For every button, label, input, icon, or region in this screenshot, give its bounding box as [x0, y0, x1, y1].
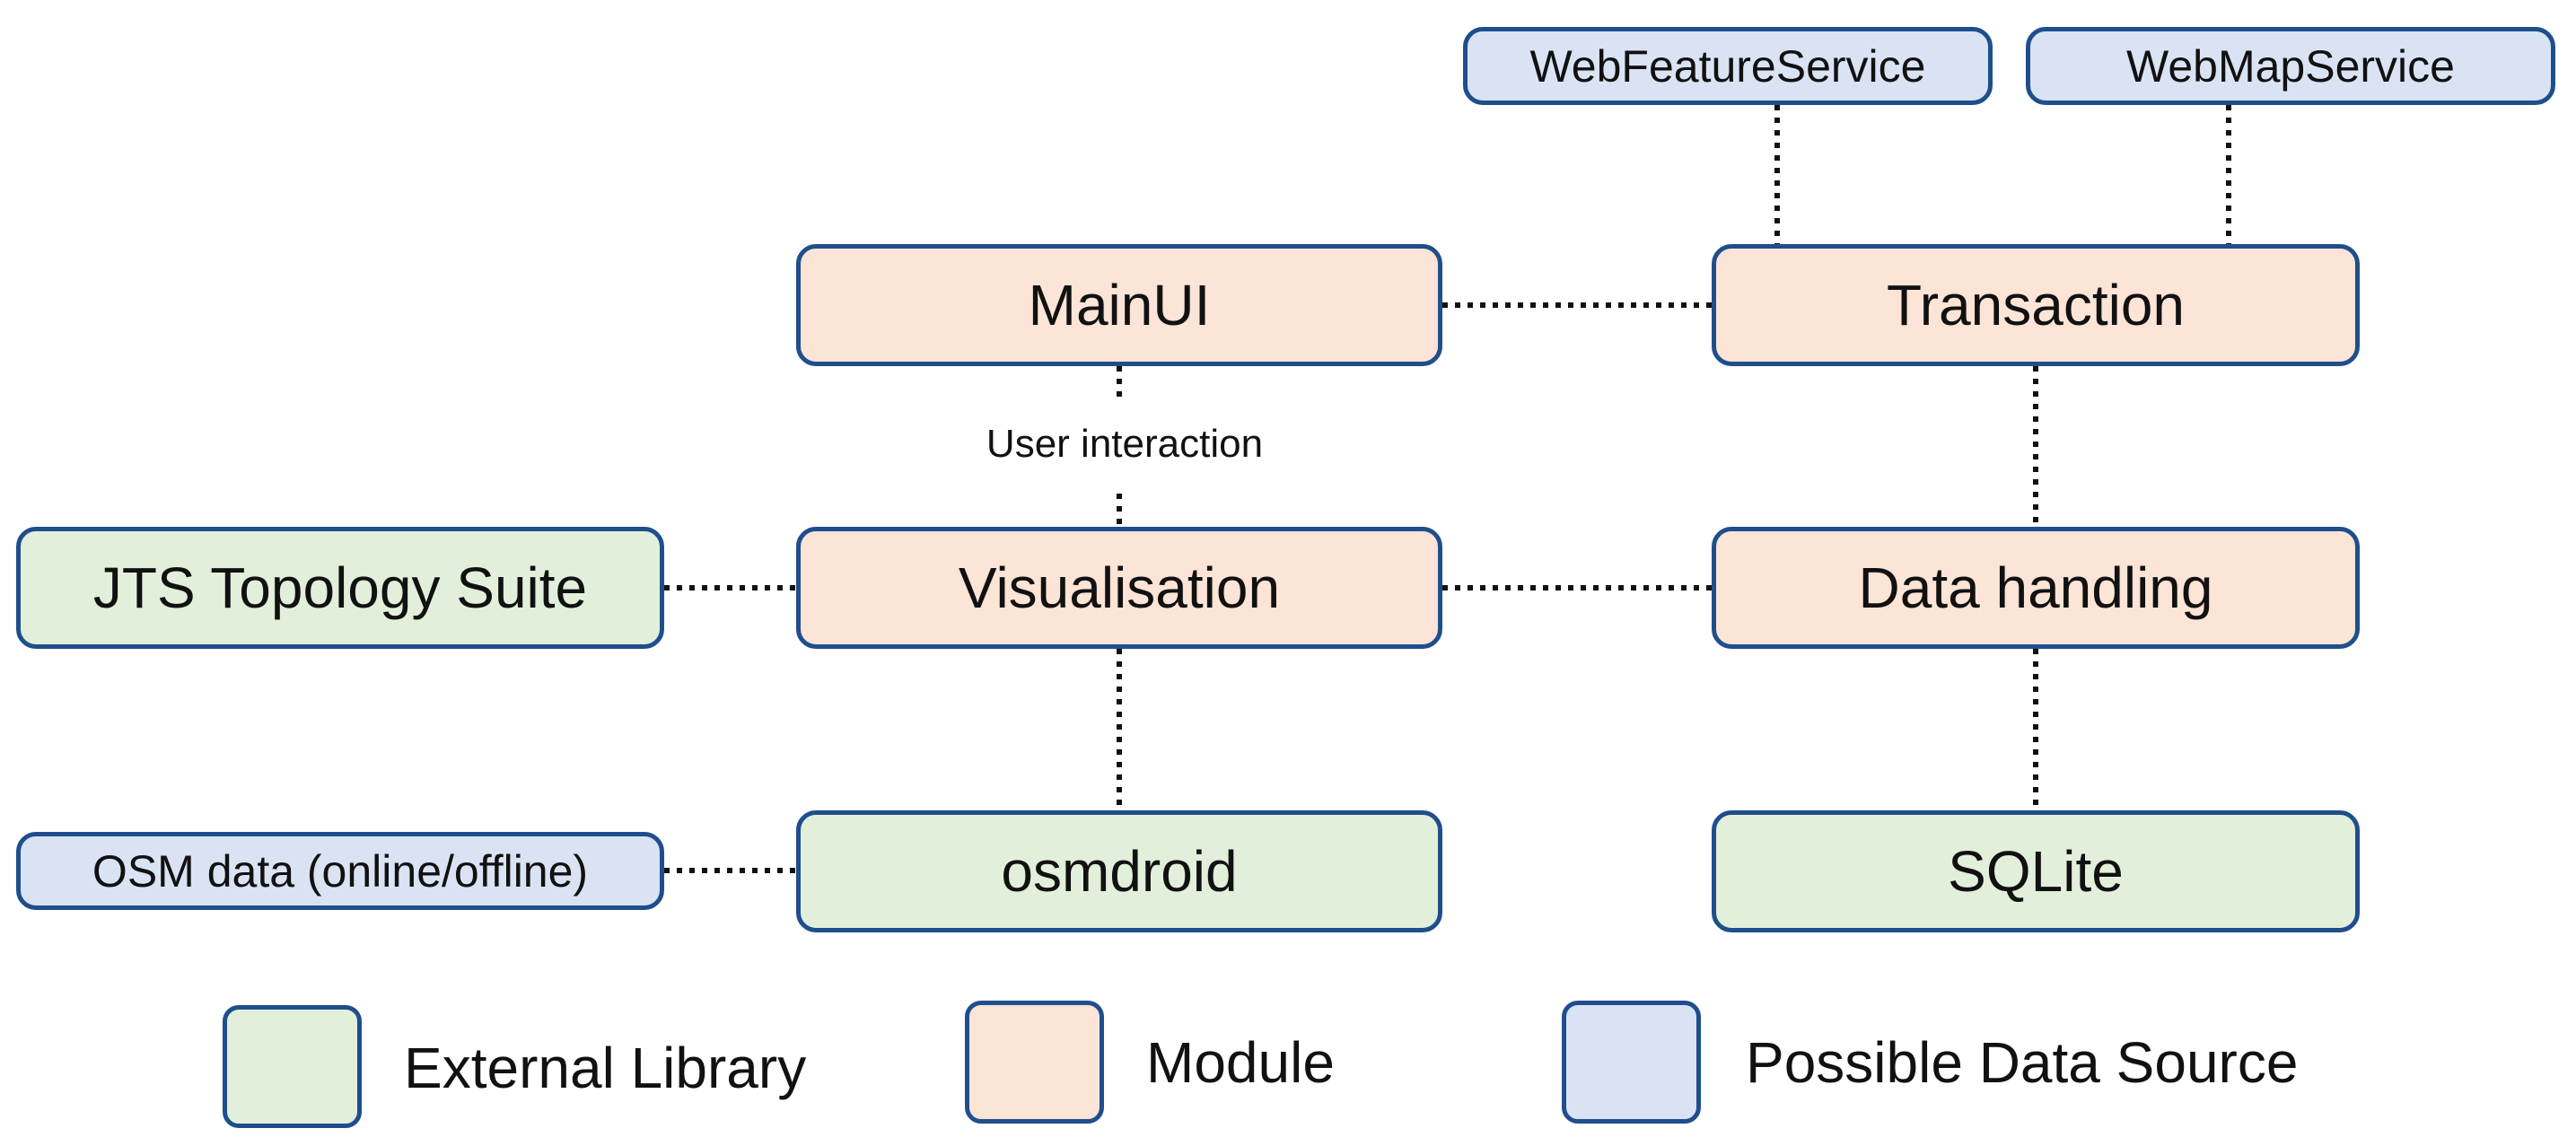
legend-label-external-library: External Library: [404, 1036, 807, 1100]
node-visualisation-label: Visualisation: [958, 556, 1281, 620]
node-osm-data: OSM data (online/offline): [16, 832, 664, 910]
annotation-user-interaction: User interaction: [940, 422, 1310, 467]
node-webfeatureservice-label: WebFeatureService: [1529, 40, 1926, 92]
node-jts-topology-suite: JTS Topology Suite: [16, 527, 664, 649]
legend-swatch-possible-data-source: [1562, 1001, 1701, 1124]
node-mainui: MainUI: [796, 244, 1442, 366]
node-osmdroid-label: osmdroid: [1001, 839, 1238, 904]
annotation-user-interaction-text: User interaction: [986, 422, 1264, 466]
node-transaction-label: Transaction: [1887, 273, 2185, 337]
node-data-handling-label: Data handling: [1858, 556, 2213, 620]
node-mainui-label: MainUI: [1028, 273, 1211, 337]
node-sqlite: SQLite: [1712, 810, 2360, 932]
node-webfeatureservice: WebFeatureService: [1463, 27, 1993, 105]
node-jts-topology-suite-label: JTS Topology Suite: [92, 556, 588, 620]
node-transaction: Transaction: [1712, 244, 2360, 366]
legend-swatch-external-library: [223, 1005, 362, 1128]
node-osm-data-label: OSM data (online/offline): [92, 845, 589, 897]
node-visualisation: Visualisation: [796, 527, 1442, 649]
node-sqlite-label: SQLite: [1948, 839, 2124, 904]
node-webmapservice: WebMapService: [2026, 27, 2555, 105]
node-webmapservice-label: WebMapService: [2126, 40, 2455, 92]
node-osmdroid: osmdroid: [796, 810, 1442, 932]
legend-label-possible-data-source: Possible Data Source: [1746, 1030, 2299, 1095]
legend-label-module: Module: [1146, 1030, 1335, 1095]
node-data-handling: Data handling: [1712, 527, 2360, 649]
legend-swatch-module: [965, 1001, 1104, 1124]
